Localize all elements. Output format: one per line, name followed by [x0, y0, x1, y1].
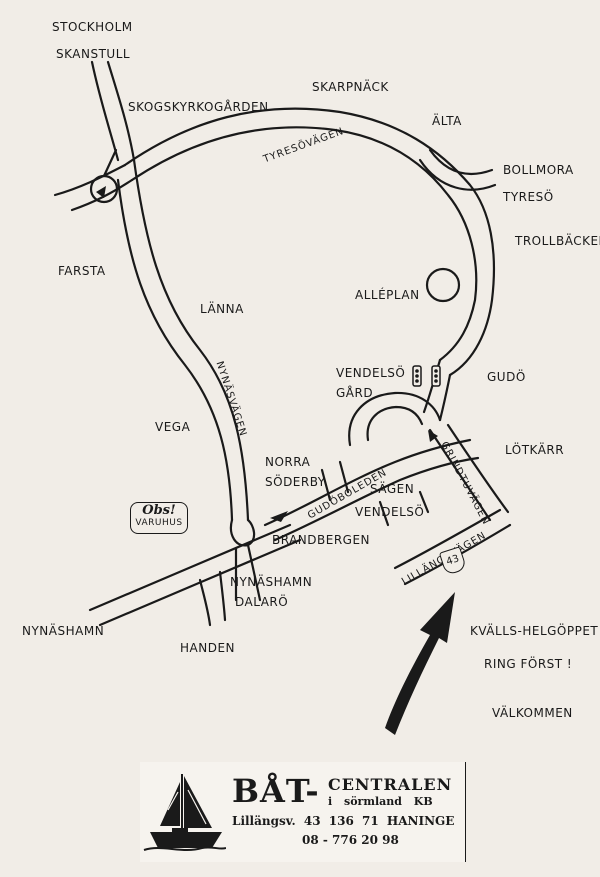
roundabout-alleplan — [425, 267, 461, 303]
label-alleplan: ALLÉPLAN — [355, 288, 420, 302]
road-vendelso-loop-inner — [366, 405, 424, 442]
road-arrow-icon-3 — [96, 186, 106, 198]
road-vendelso-loop — [348, 391, 442, 447]
road-nynasvagen-a — [132, 158, 250, 522]
obs-text: Obs! — [142, 503, 176, 518]
label-trollbacken: TROLLBÄCKEN — [515, 234, 600, 248]
road-skanstull-b — [106, 60, 136, 162]
label-sagen: SÄGEN — [370, 482, 415, 496]
label-nynashamn-dalaro-2: DALARÖ — [235, 595, 289, 609]
company-address: Lillängsv. 43 136 71 HANINGE — [232, 814, 455, 828]
label-gudo: GUDÖ — [487, 370, 526, 384]
road-handen-b — [218, 570, 227, 622]
label-lanna: LÄNNA — [200, 302, 244, 316]
label-skanstull: SKANSTULL — [56, 47, 131, 61]
company-footer: BÅT- CENTRALEN i sörmland KB Lillängsv. … — [140, 762, 466, 862]
road-grindtuvagen-a — [428, 428, 492, 522]
varuhus-text: VARUHUS — [135, 518, 183, 528]
label-nynashamn: NYNÄSHAMN — [22, 624, 105, 638]
road-bollmora-b — [428, 148, 494, 176]
road-vendelso-link — [438, 373, 452, 422]
label-norra-soderby-2: SÖDERBY — [265, 475, 326, 489]
label-lotkarr: LÖTKÄRR — [505, 443, 565, 457]
label-stockholm: STOCKHOLM — [52, 20, 133, 34]
label-brandbergen: BRANDBERGEN — [272, 533, 371, 547]
label-alta: ÄLTA — [432, 114, 462, 128]
label-vendelso-gard-2: GÅRD — [336, 386, 374, 400]
pointer-arrow-icon — [385, 592, 455, 735]
side-street-1 — [320, 468, 332, 502]
road-skanstull-a — [90, 60, 120, 162]
road-vendelso-link-b — [422, 358, 442, 414]
company-name-right: CENTRALEN — [328, 775, 453, 794]
road-tyresovagen-inner — [130, 126, 478, 362]
label-handen: HANDEN — [180, 641, 236, 655]
road-south-a — [246, 543, 262, 602]
road-nynasvagen-b — [116, 178, 234, 522]
road-tyresovagen-outer — [123, 107, 496, 377]
road-lillangsvagen-a — [393, 508, 502, 570]
obs-varuhus-callout: Obs! VARUHUS — [130, 502, 188, 534]
label-nynashamn-dalaro-1: NYNÄSHAMN — [230, 575, 313, 589]
interchange-ramp — [102, 148, 118, 178]
label-bollmora: BOLLMORA — [503, 163, 574, 177]
label-norra-soderby-1: NORRA — [265, 455, 311, 469]
traffic-light-icon — [412, 365, 441, 387]
label-vendelso-gard-1: VENDELSÖ — [336, 366, 406, 380]
note-ring-forst: RING FÖRST ! — [484, 657, 573, 671]
company-name-big: BÅT- — [232, 772, 320, 810]
road-nynashamn-a — [88, 523, 292, 612]
label-vega: VEGA — [155, 420, 191, 434]
road-west-a — [53, 163, 127, 197]
label-skarpnack: SKARPNÄCK — [312, 80, 389, 94]
label-vendelso: VENDELSÖ — [355, 505, 425, 519]
road-handen-a — [198, 578, 212, 627]
company-phone: 08 - 776 20 98 — [302, 833, 399, 847]
road-bollmora — [418, 158, 497, 191]
label-farsta: FARSTA — [58, 264, 106, 278]
note-kvalls-helgoppet: KVÄLLS-HELGÖPPET — [470, 624, 599, 638]
side-street-4 — [418, 490, 430, 514]
road-arrow-icon-2 — [428, 430, 438, 442]
road-grindtuvagen-b — [446, 423, 510, 514]
label-skogskyrkogarden: SKOGSKYRKOGÅRDEN — [128, 100, 269, 114]
company-name-sub: i sörmland KB — [328, 795, 433, 808]
label-tyreso: TYRESÖ — [503, 190, 554, 204]
sailboat-icon — [143, 774, 226, 851]
side-street-2 — [338, 460, 350, 494]
note-valkommen: VÄLKOMMEN — [492, 706, 573, 720]
side-street-3 — [378, 500, 390, 527]
road-arrow-icon — [270, 511, 288, 522]
